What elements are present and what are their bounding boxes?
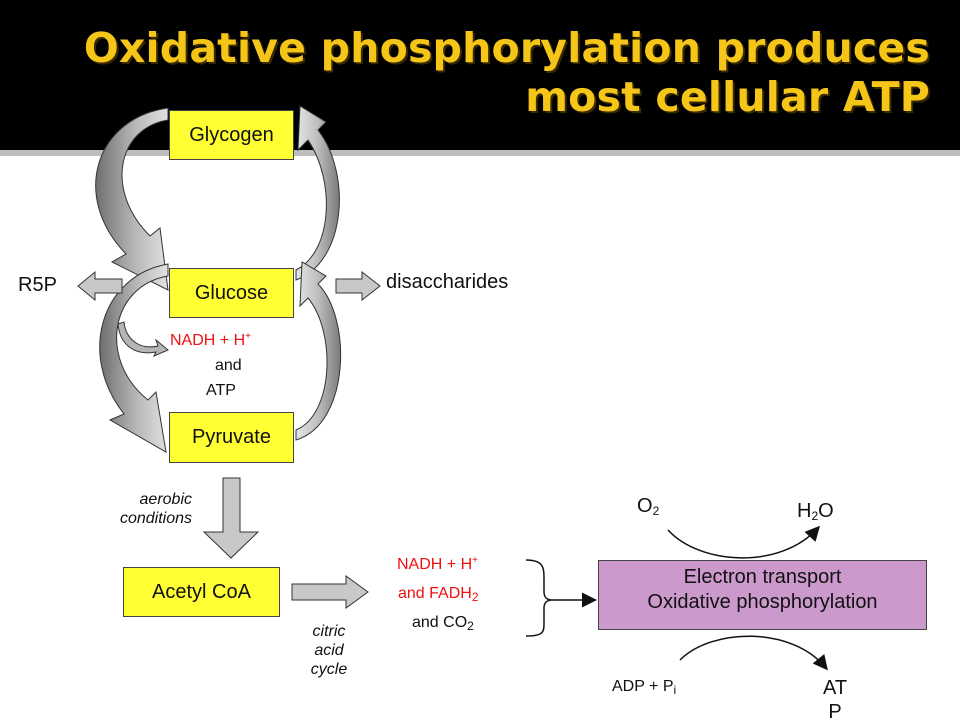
cycle-fadh-sub: 2 (471, 590, 479, 604)
node-acetyl-coa: Acetyl CoA (123, 567, 280, 617)
aerobic-line-1: aerobic (139, 491, 192, 508)
title-rule (0, 150, 960, 156)
o2-sub: 2 (652, 504, 660, 518)
etc-line-1: Electron transport (683, 566, 842, 588)
branch-arrow-to-nadh (117, 321, 169, 357)
products-brace (525, 559, 553, 637)
label-glycolysis-nadh: NADH + H+ (170, 331, 251, 350)
node-glycogen: Glycogen (169, 110, 294, 160)
h2o-sub: 2 (811, 509, 819, 523)
citric-line-2: acid (314, 642, 344, 659)
curved-arrow-pyruvate-to-glucose (295, 261, 341, 441)
citric-line-3: cycle (310, 661, 348, 678)
label-glycolysis-and: and (215, 357, 242, 374)
arrow-pyruvate-to-acetyl-coa (202, 477, 260, 559)
atp-line-2: P (828, 701, 842, 720)
slide-title: Oxidative phosphorylation produces most … (70, 24, 930, 122)
curved-arrow-glycogen-to-glucose (95, 107, 169, 291)
adp-text: ADP + P (612, 678, 674, 695)
node-glucose: Glucose (169, 268, 294, 318)
glycolysis-nadh-text: NADH + H (170, 332, 246, 349)
title-line-2: most cellular ATP (525, 73, 930, 121)
atp-line-1: AT (823, 677, 848, 699)
label-aerobic-conditions: aerobic conditions (86, 490, 192, 528)
adp-sub: i (673, 683, 677, 697)
citric-line-1: citric (312, 623, 346, 640)
h2o-o: O (818, 500, 834, 522)
glycolysis-nadh-sup: + (245, 331, 251, 342)
node-electron-transport: Electron transport Oxidative phosphoryla… (598, 560, 927, 630)
o2-to-h2o-arc (667, 525, 821, 559)
adp-to-atp-arc (679, 635, 828, 671)
cycle-co2-text: and CO (412, 614, 468, 631)
cycle-nadh-text: NADH + H (397, 556, 473, 573)
node-pyruvate: Pyruvate (169, 412, 294, 463)
curved-arrow-glucose-to-glycogen (295, 105, 340, 281)
etc-line-2: Oxidative phosphorylation (647, 591, 878, 613)
cycle-co2-sub: 2 (467, 619, 474, 633)
label-citric-acid-cycle: citric acid cycle (300, 622, 358, 679)
cycle-fadh-text: and FADH (398, 585, 472, 602)
title-line-1: Oxidative phosphorylation produces (83, 24, 930, 72)
o2-text: O (637, 495, 653, 517)
aerobic-line-2: conditions (119, 510, 192, 527)
label-o2: O2 (637, 495, 659, 518)
label-glycolysis-atp: ATP (206, 382, 236, 399)
label-adp-pi: ADP + Pi (612, 678, 676, 697)
arrow-acetyl-coa-to-products (291, 575, 369, 609)
label-h2o: H2O (797, 500, 834, 523)
h2o-h: H (797, 500, 812, 522)
label-r5p: R5P (18, 274, 57, 296)
arrow-to-disaccharides (335, 270, 381, 302)
label-atp-output: AT P (823, 676, 847, 720)
label-disaccharides: disaccharides (386, 271, 509, 293)
label-cycle-co2: and CO2 (412, 614, 474, 633)
label-cycle-nadh: NADH + H+ (397, 555, 478, 574)
cycle-nadh-sup: + (472, 555, 478, 566)
arrow-to-r5p (77, 270, 123, 302)
label-cycle-fadh: and FADH2 (398, 585, 479, 604)
title-bar (0, 0, 960, 150)
